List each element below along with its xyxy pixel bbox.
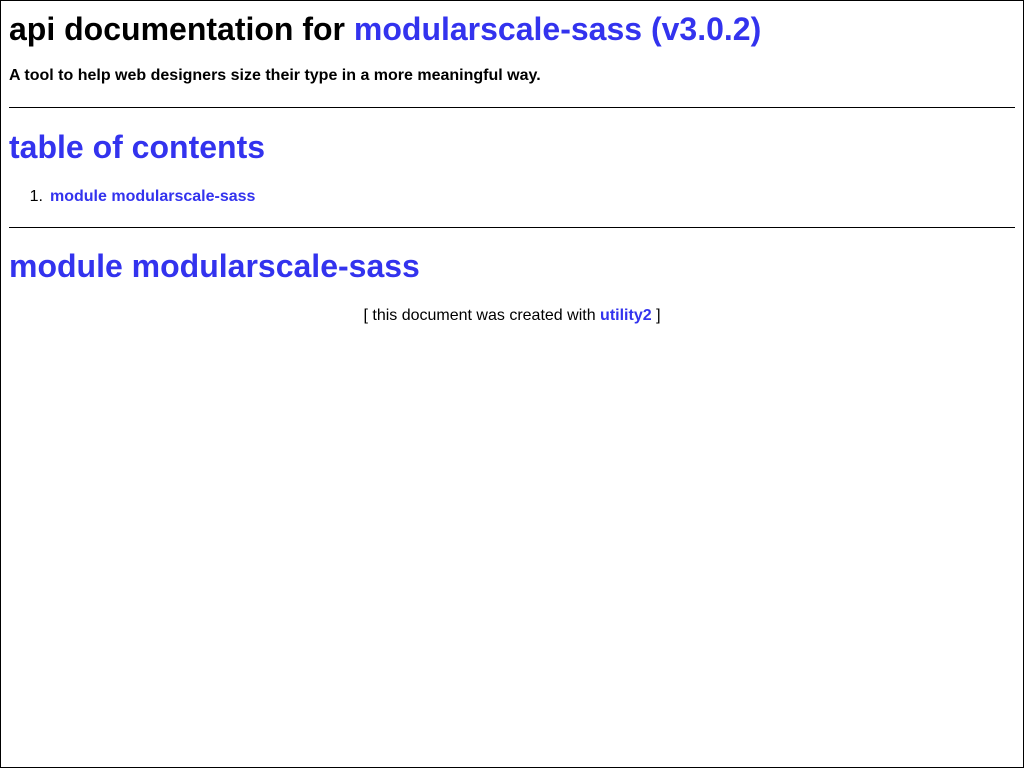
footer: [ this document was created with utility… bbox=[9, 306, 1015, 326]
package-description: A tool to help web designers size their … bbox=[9, 67, 541, 84]
package-link[interactable]: modularscale-sass (v3.0.2) bbox=[353, 11, 762, 47]
utility2-link[interactable]: utility2 bbox=[600, 307, 652, 324]
footer-text: this document was created with bbox=[372, 307, 596, 324]
module-heading[interactable]: module modularscale-sass bbox=[9, 248, 420, 284]
divider bbox=[9, 227, 1015, 228]
toc-item-link[interactable]: module modularscale-sass bbox=[50, 188, 256, 205]
divider bbox=[9, 107, 1015, 108]
toc-list: 1. module modularscale-sass bbox=[9, 187, 256, 207]
toc-heading-link[interactable]: table of contents bbox=[9, 129, 266, 165]
page-title: api documentation for modularscale-sass … bbox=[9, 1, 1015, 47]
footer-close-bracket: ] bbox=[656, 307, 661, 324]
footer-open-bracket: [ bbox=[363, 307, 368, 324]
toc-heading[interactable]: table of contents bbox=[9, 129, 265, 165]
page-title-prefix: api documentation for bbox=[9, 11, 345, 47]
toc-item: 1. module modularscale-sass bbox=[9, 187, 256, 207]
module-heading-link[interactable]: module modularscale-sass bbox=[9, 248, 420, 284]
toc-item-number: 1. bbox=[29, 188, 43, 205]
